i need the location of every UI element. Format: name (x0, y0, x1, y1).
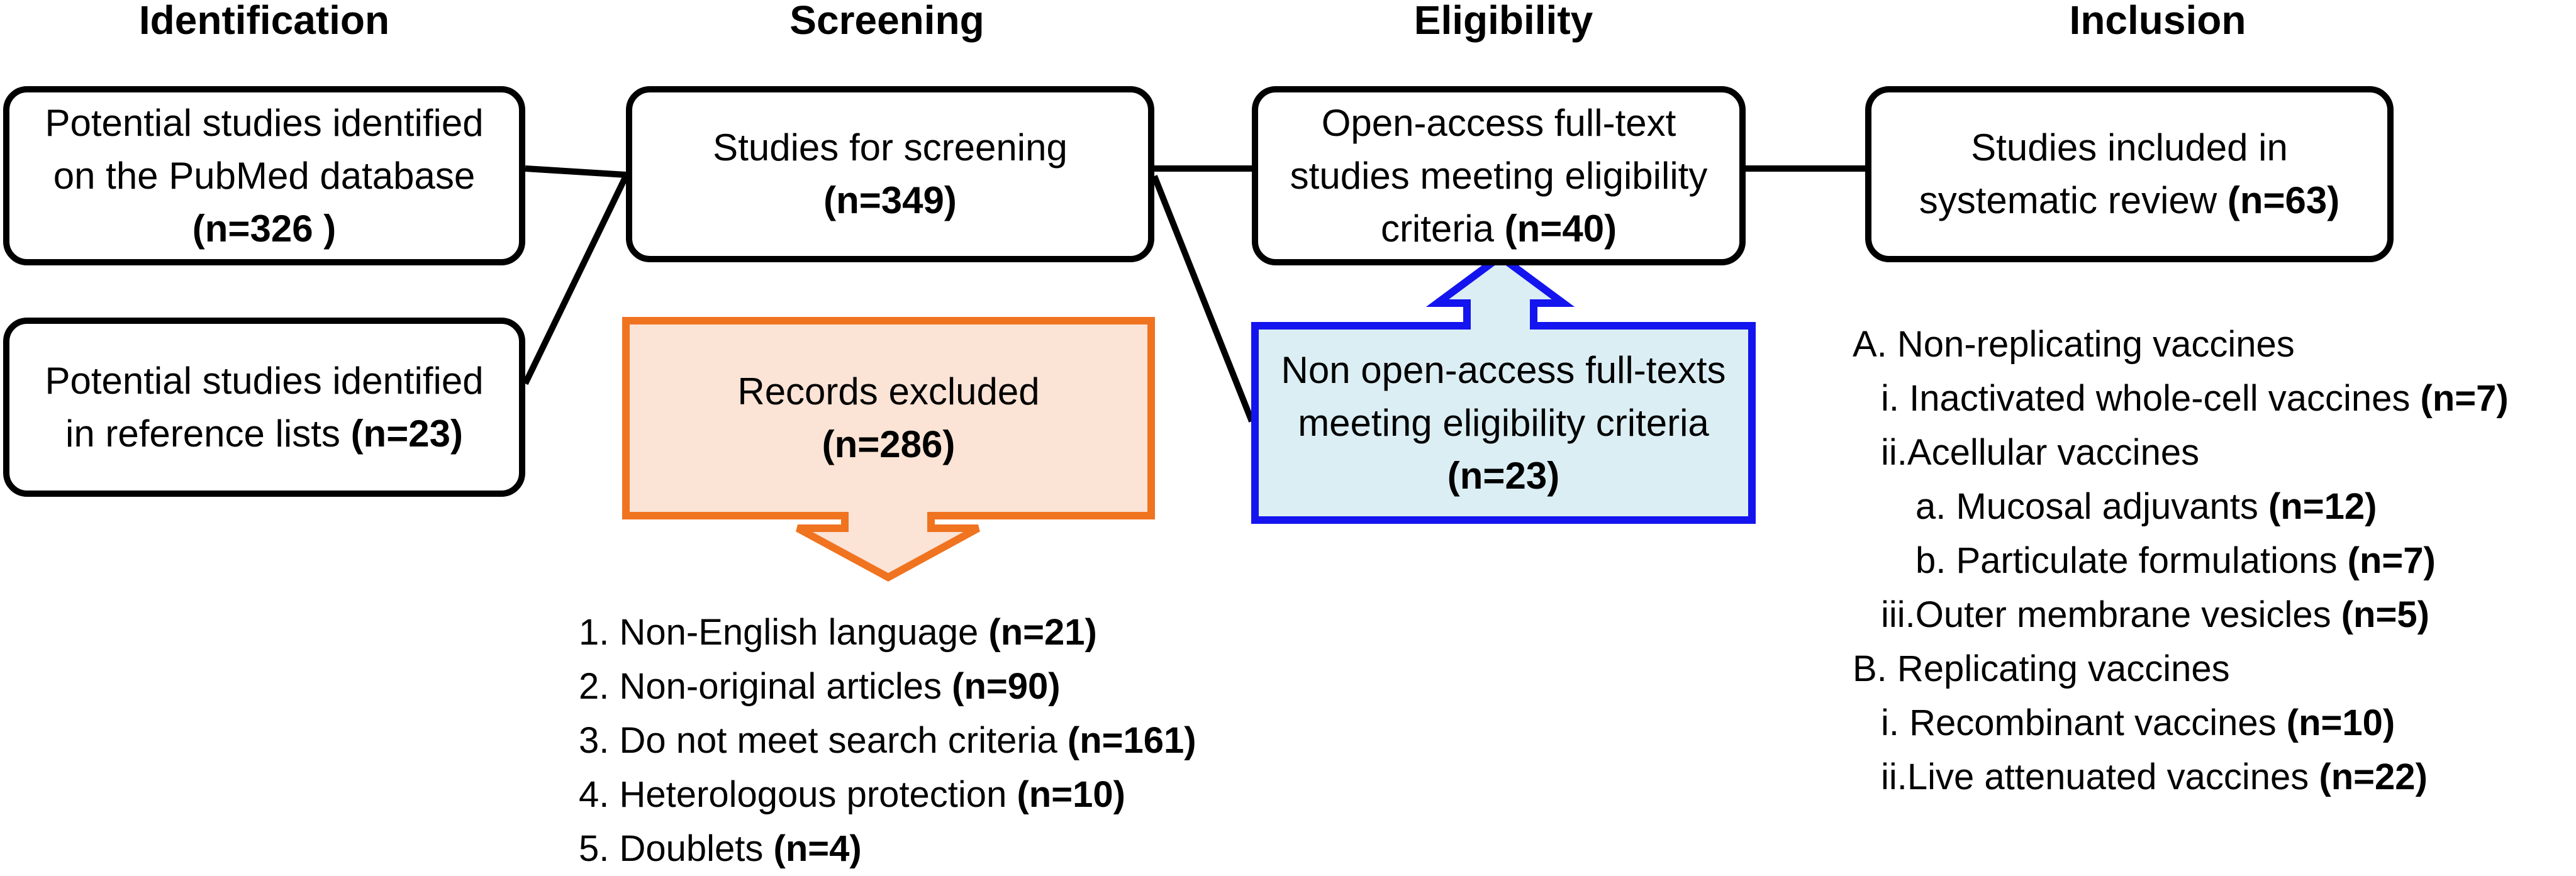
screening-box: Studies for screening (n=349) (626, 86, 1154, 262)
category-item: i. Recombinant vaccines (n=10) (1881, 702, 2395, 743)
inclusion-box: Studies included in systematic review (n… (1865, 86, 2394, 262)
pubmed-studies-text: Potential studies identified on the PubM… (45, 101, 484, 197)
records-excluded-label: Records excluded (n=286) (632, 324, 1145, 513)
category-item: b. Particulate formulations (n=7) (1915, 540, 2436, 581)
exclusion-reason-1: 1. Non-English language (n=21) (579, 612, 1097, 653)
inclusion-text: Studies included in systematic review (1919, 126, 2288, 221)
exclusion-reasons-list: 1. Non-English language (n=21) 2. Non-or… (579, 606, 1196, 876)
screening-text: Studies for screening (713, 126, 1068, 169)
nonopen-text: Non open-access full-texts meeting eligi… (1281, 348, 1726, 444)
nonopen-count: (n=23) (1447, 454, 1560, 497)
records-excluded-text: Records excluded (737, 370, 1040, 413)
pubmed-studies-count: (n=326 ) (192, 207, 337, 250)
stage-heading-screening: Screening (789, 0, 984, 43)
vaccine-categories-list: A. Non-replicating vaccines i. Inactivat… (1853, 318, 2509, 804)
reference-studies-box: Potential studies identified in referenc… (3, 318, 525, 497)
records-excluded-arrow-shape (622, 317, 1155, 582)
stage-heading-identification: Identification (138, 0, 390, 43)
inclusion-count: (n=63) (2227, 179, 2340, 221)
category-item: i. Inactivated whole-cell vaccines (n=7) (1881, 378, 2509, 419)
connector-pubmed-to-screening (525, 165, 627, 178)
category-item: ii.Live attenuated vaccines (n=22) (1881, 757, 2428, 797)
nonopen-label: Non open-access full-texts meeting eligi… (1277, 330, 1730, 516)
exclusion-reason-5: 5. Doublets (n=4) (579, 828, 862, 869)
reference-studies-count: (n=23) (350, 412, 463, 455)
exclusion-reason-4: 4. Heterologous protection (n=10) (579, 774, 1125, 815)
category-item: ii.Acellular vaccines (1881, 432, 2200, 473)
pubmed-studies-box: Potential studies identified on the PubM… (3, 86, 525, 265)
connector-screening-to-nonopen (1151, 175, 1255, 423)
stage-heading-inclusion: Inclusion (2069, 0, 2246, 43)
eligibility-text: Open-access full-text studies meeting el… (1290, 101, 1708, 250)
category-item: A. Non-replicating vaccines (1853, 324, 2295, 365)
category-item: a. Mucosal adjuvants (n=12) (1915, 486, 2377, 527)
eligibility-count: (n=40) (1504, 207, 1617, 250)
exclusion-reason-3: 3. Do not meet search criteria (n=161) (579, 720, 1196, 761)
records-excluded-count: (n=286) (822, 423, 956, 465)
category-item: iii.Outer membrane vesicles (n=5) (1881, 594, 2429, 635)
connector-reference-to-screening (522, 174, 629, 385)
screening-count: (n=349) (823, 179, 957, 221)
stage-heading-eligibility: Eligibility (1413, 0, 1593, 43)
eligibility-box: Open-access full-text studies meeting el… (1252, 86, 1746, 265)
nonopen-up-arrow-shape (1251, 252, 1756, 524)
reference-studies-text: Potential studies identified in referenc… (45, 359, 484, 455)
exclusion-reason-2: 2. Non-original articles (n=90) (579, 666, 1061, 707)
category-item: B. Replicating vaccines (1853, 648, 2230, 689)
